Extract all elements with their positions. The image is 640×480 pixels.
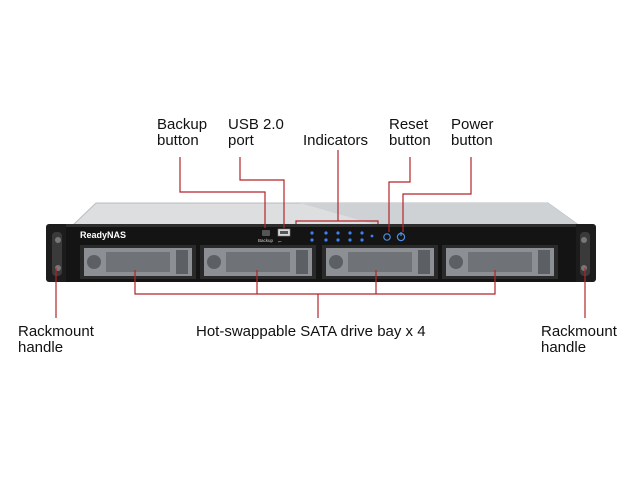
callout-line-drive-bays [134,270,496,295]
drive-bay-1 [80,245,196,279]
backup-small-label: Backup [258,238,274,243]
label-reset-line1: Reset [389,116,429,133]
callout-line-usb [239,157,285,228]
label-reset-button: Reset button [389,117,431,149]
label-rackmount-left-line1: Rackmount [18,323,94,340]
brand-label: ReadyNAS [80,230,126,240]
callout-line-reset [388,157,411,232]
label-backup-line1: Backup [157,116,208,133]
label-power-button: Power button [451,117,494,149]
label-backup-line2: button [157,132,199,149]
callout-lines [55,150,586,318]
indicator-leds [310,231,374,242]
label-drive-bays: Hot-swappable SATA drive bay x 4 [196,324,426,340]
label-rackmount-handle-left: Rackmount handle [18,324,94,356]
label-rackmount-right-line2: handle [541,339,587,356]
chassis-top-shade [300,203,580,226]
label-indicators: Indicators [303,133,368,149]
drive-bay-4 [442,245,558,279]
reset-button [383,233,391,241]
label-usb-port: USB 2.0 port [228,117,284,149]
drive-bay-2 [200,245,316,279]
label-reset-line2: button [389,132,431,149]
label-rackmount-handle-right: Rackmount handle [541,324,617,356]
label-power-line2: button [451,132,493,149]
callout-line-backup [179,157,266,228]
power-button [396,232,406,242]
rackmount-handle-left [46,224,70,282]
label-indicators-line1: Indicators [303,132,369,149]
rackmount-handle-right [572,224,596,282]
callout-line-power [402,157,472,232]
svg-text:⭠: ⭠ [278,239,282,244]
label-usb-line1: USB 2.0 [228,116,284,133]
drive-bay-3 [322,245,438,279]
label-drive-bays-line1: Hot-swappable SATA drive bay x 4 [196,323,426,340]
label-rackmount-left-line2: handle [18,339,64,356]
label-rackmount-right-line1: Rackmount [541,323,617,340]
backup-button [262,230,270,236]
label-usb-line2: port [228,132,254,149]
label-power-line1: Power [451,116,494,133]
label-backup-button: Backup button [157,117,207,149]
